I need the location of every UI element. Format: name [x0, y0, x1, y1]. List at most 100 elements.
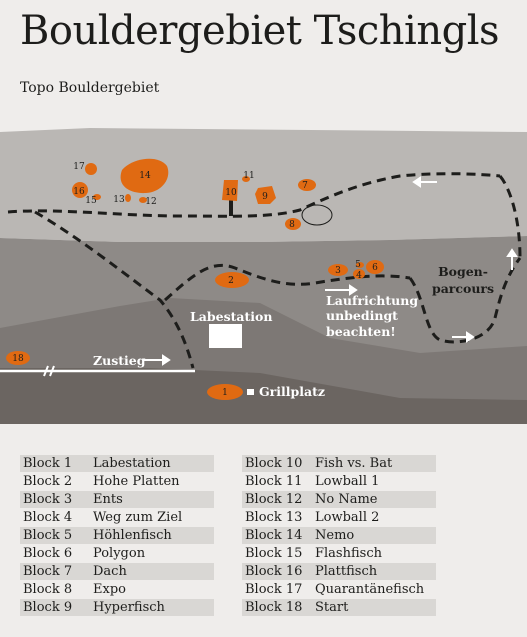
page-title: Bouldergebiet Tschingls — [20, 8, 500, 54]
boulder-label-14: 14 — [139, 171, 151, 181]
block-10-post — [229, 200, 233, 216]
legend-row: Block 1 Labestation — [20, 455, 214, 472]
trail-bogen — [408, 257, 522, 344]
boulder-label-12: 12 — [145, 197, 156, 207]
legend-block-name: No Name — [315, 492, 378, 507]
arrow-laufrichtung-icon — [325, 284, 358, 296]
legend-row: Block 2 Hohe Platten — [20, 473, 214, 490]
legend-block-name: Polygon — [93, 546, 146, 561]
legend-block-name: Dach — [93, 564, 127, 579]
laufrichtung-label-2: unbedingt — [326, 308, 398, 323]
boulder-18 — [6, 351, 30, 365]
boulder-label-6: 6 — [372, 263, 378, 273]
legend-block-number: Block 11 — [245, 474, 303, 489]
boulder-2 — [215, 272, 249, 288]
boulder-label-3: 3 — [335, 266, 341, 276]
legend-block-number: Block 1 — [23, 456, 73, 471]
grey-boulder — [301, 204, 333, 226]
legend-block-name: Lowball 2 — [315, 510, 380, 525]
legend-block-number: Block 7 — [23, 564, 73, 579]
labestation-label: Labestation — [190, 309, 272, 324]
boulder-13 — [125, 194, 131, 202]
legend-block-number: Block 8 — [23, 582, 73, 597]
boulder-10 — [222, 180, 238, 201]
legend-block-number: Block 2 — [23, 474, 73, 489]
legend-row: Block 7 Dach — [20, 563, 214, 580]
boulder-label-5: 5 — [355, 260, 361, 270]
legend-row: Block 12 No Name — [242, 491, 436, 508]
trail-diagonal — [34, 210, 195, 369]
zustieg-label: Zustieg — [93, 353, 146, 368]
legend-block-number: Block 9 — [23, 600, 73, 615]
legend-row: Block 14 Nemo — [242, 527, 436, 544]
boulder-8 — [285, 218, 301, 230]
grillplatz-label: Grillplatz — [259, 384, 325, 399]
legend-block-number: Block 10 — [245, 456, 303, 471]
legend-block-name: Hyperfisch — [93, 600, 165, 615]
legend-block-number: Block 18 — [245, 600, 303, 615]
terrain-dark — [0, 368, 527, 424]
labestation-building — [209, 324, 242, 348]
legend-block-name: Lowball 1 — [315, 474, 380, 489]
laufrichtung-label-3: beachten! — [326, 324, 396, 339]
boulder-17 — [85, 163, 97, 175]
boulder-label-8: 8 — [289, 220, 295, 230]
boulder-label-7: 7 — [302, 181, 308, 191]
legend-block-number: Block 5 — [23, 528, 73, 543]
boulder-label-18: 18 — [12, 354, 24, 364]
legend-block-number: Block 3 — [23, 492, 73, 507]
direction-arrows — [143, 176, 518, 366]
boulder-1 — [207, 384, 243, 400]
arrow-up-icon — [506, 248, 518, 270]
legend-block-name: Start — [315, 600, 349, 615]
legend-block-name: Weg zum Ziel — [93, 510, 183, 525]
legend-block-number: Block 13 — [245, 510, 303, 525]
legend-row: Block 10 Fish vs. Bat — [242, 455, 436, 472]
boulder-14 — [120, 158, 169, 194]
legend-block-number: Block 12 — [245, 492, 303, 507]
legend-row: Block 9 Hyperfisch — [20, 599, 214, 616]
bogenparcours-label-1: Bogen- — [438, 264, 488, 279]
boulder-15 — [93, 194, 101, 200]
legend-row: Block 13 Lowball 2 — [242, 509, 436, 526]
zustieg-break — [43, 365, 55, 377]
boulder-label-15: 15 — [85, 196, 97, 206]
legend-block-number: Block 14 — [245, 528, 303, 543]
laufrichtung-label-1: Laufrichtung — [326, 293, 418, 308]
boulder-16 — [72, 182, 88, 198]
legend-block-name: Plattfisch — [315, 564, 378, 579]
boulder-label-4: 4 — [356, 271, 362, 281]
arrow-return-icon — [412, 176, 437, 188]
boulder-11 — [242, 176, 250, 182]
legend-block-name: Flashfisch — [315, 546, 382, 561]
legend-block-number: Block 15 — [245, 546, 303, 561]
boulder-label-17: 17 — [73, 162, 85, 172]
boulder-3 — [328, 264, 348, 276]
trail-main — [7, 172, 501, 218]
boulder-label-9: 9 — [262, 192, 268, 202]
arrow-bogen-icon — [452, 331, 475, 343]
boulder-label-13: 13 — [113, 195, 125, 205]
legend-block-number: Block 17 — [245, 582, 303, 597]
boulder-label-2: 2 — [228, 276, 234, 286]
legend-block-name: Hohe Platten — [93, 474, 180, 489]
legend-row: Block 18 Start — [242, 599, 436, 616]
bogenparcours-label-2: parcours — [432, 281, 494, 296]
legend-block-name: Labestation — [93, 456, 171, 471]
legend-block-name: Höhlenfisch — [93, 528, 172, 543]
legend-block-name: Nemo — [315, 528, 355, 543]
boulder-9 — [255, 186, 276, 204]
arrow-zustieg-icon — [143, 354, 171, 366]
boulder-label-1: 1 — [222, 388, 228, 398]
boulder-7 — [298, 179, 316, 191]
boulder-label-10: 10 — [225, 188, 237, 198]
legend-block-name: Ents — [93, 492, 123, 507]
legend-row: Block 15 Flashfisch — [242, 545, 436, 562]
boulder-6 — [366, 260, 384, 274]
legend-block-name: Fish vs. Bat — [315, 456, 393, 471]
legend-row: Block 11 Lowball 1 — [242, 473, 436, 490]
legend-row: Block 3 Ents — [20, 491, 214, 508]
